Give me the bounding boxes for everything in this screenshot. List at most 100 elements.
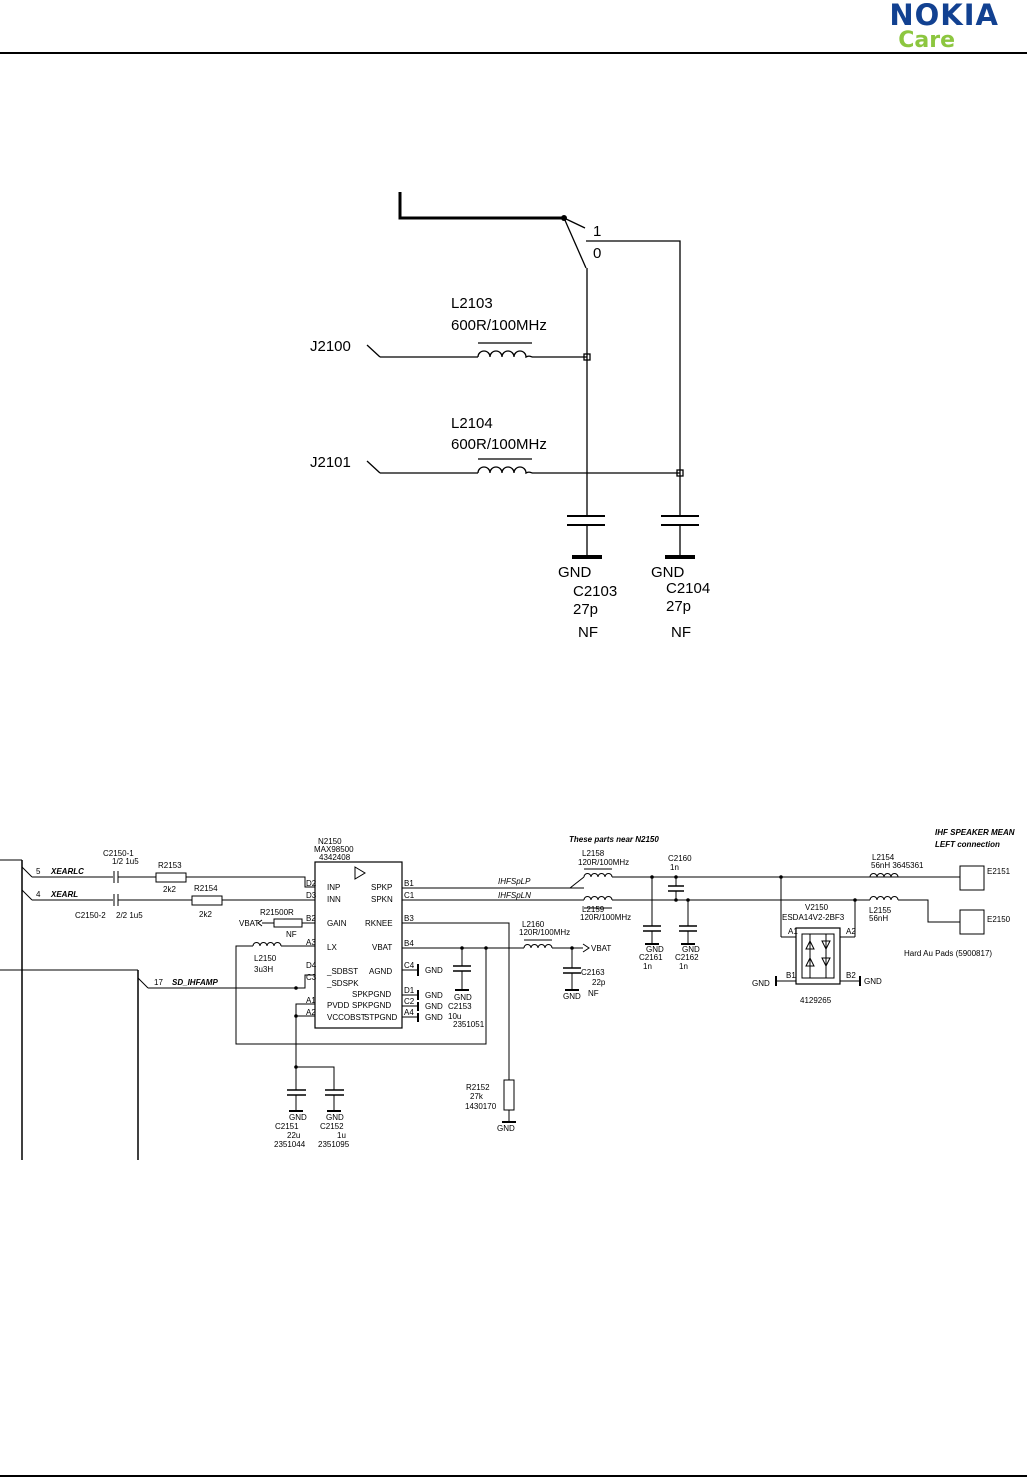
xearl-label: XEARL	[50, 890, 78, 899]
l2104-value: 600R/100MHz	[451, 436, 547, 453]
v2150-pin-b2: B2	[846, 971, 856, 980]
bottom-schematic: 5 XEARLC 4 XEARL 17 SD_IHFAMP IHFSpLP IH…	[0, 828, 1015, 1160]
l2160-vbat: VBAT	[591, 944, 611, 953]
l2103-ref: L2103	[451, 295, 493, 312]
gnd-label: GND	[425, 1013, 443, 1022]
c2163-value: 22p	[592, 978, 606, 987]
l2155-value: 56nH	[869, 914, 888, 923]
label-VBAT: VBAT	[372, 943, 392, 952]
c2153-code: 2351051	[453, 1020, 485, 1029]
logo-brand: NOKIA	[889, 0, 999, 32]
gnd-label: GND	[682, 945, 700, 954]
pin-D4: D4	[306, 961, 317, 970]
switch-contact-0	[563, 217, 587, 269]
n2150-ic-body	[314, 861, 403, 1029]
r2150-vbat: VBAT	[239, 919, 259, 928]
r2154-value: 2k2	[199, 910, 212, 919]
pin-C2: C2	[404, 997, 415, 1006]
r2152-ref: R2152	[466, 1083, 490, 1092]
v2150-ref: V2150	[805, 903, 829, 912]
xearl-pin: 4	[36, 890, 41, 899]
l2154-ref: L2154	[872, 853, 895, 862]
c2151-code: 2351044	[274, 1140, 306, 1149]
l2159-value: 120R/100MHz	[580, 913, 631, 922]
c2103-value: 27p	[573, 601, 598, 618]
gnd-label: GND	[864, 977, 882, 986]
label-INN: INN	[327, 895, 341, 904]
label-LX: LX	[327, 943, 337, 952]
switch-contact-1	[563, 217, 586, 229]
speaker-title: IHF SPEAKER MEAN	[935, 828, 1015, 837]
xearlc-pin: 5	[36, 867, 41, 876]
gnd-label: GND	[425, 966, 443, 975]
r2153-ref: R2153	[158, 861, 182, 870]
l2160-value: 120R/100MHz	[519, 928, 570, 937]
pin-A1: A1	[306, 996, 316, 1005]
l2104-ref: L2104	[451, 415, 493, 432]
gnd-label: GND	[289, 1113, 307, 1122]
c2103-nf: NF	[578, 624, 598, 641]
l2155-coil	[869, 896, 899, 901]
label-VCCOBST: VCCOBST	[327, 1013, 366, 1022]
l2150-coil	[252, 942, 282, 947]
gnd-label: GND	[425, 1002, 443, 1011]
pads-note: Hard Au Pads (5900817)	[904, 949, 992, 958]
e2151-pad	[959, 865, 985, 891]
c2163-ref: C2163	[581, 968, 605, 977]
switch-label-0: 0	[593, 245, 601, 262]
j2100-label: J2100	[310, 338, 351, 355]
r2150-body	[273, 918, 303, 928]
r2152-code: 1430170	[465, 1102, 497, 1111]
v2150-pin-b1: B1	[786, 971, 796, 980]
label-RKNEE: RKNEE	[365, 919, 393, 928]
r2153-body	[155, 872, 187, 883]
pin-A2: A2	[306, 1008, 316, 1017]
n2150-code: 4342408	[319, 853, 351, 862]
l2158-value: 120R/100MHz	[578, 858, 629, 867]
j2101-wire	[366, 460, 381, 474]
ihfsplp-label: IHFSpLP	[498, 877, 531, 886]
c2152-code: 2351095	[318, 1140, 350, 1149]
c2150-1-ref: C2150-1	[103, 849, 134, 858]
junction-dot	[676, 469, 684, 477]
top-schematic: 1 0 L2103 600R/100MHz J2100 L2104 600R/1…	[310, 192, 710, 641]
pin-A4: A4	[404, 1008, 414, 1017]
gnd-label: GND	[752, 979, 770, 988]
c2163-nf: NF	[588, 989, 599, 998]
c2150-2-value: 2/2 1u5	[116, 911, 143, 920]
v2150-pin-a2: A2	[846, 927, 856, 936]
pin-C1: C1	[404, 891, 415, 900]
label-PVDD: PVDD	[327, 1001, 349, 1010]
speaker-sub: LEFT connection	[935, 840, 1000, 849]
c2104-gnd: GND	[651, 564, 685, 581]
l2150-value: 3u3H	[254, 965, 273, 974]
l2103-value: 600R/100MHz	[451, 317, 547, 334]
j2100-wire	[366, 344, 381, 358]
r2153-value: 2k2	[163, 885, 176, 894]
c2153-value: 10u	[448, 1012, 461, 1021]
c2162-value: 1n	[679, 962, 688, 971]
pin-B3: B3	[404, 914, 414, 923]
v2150-part: ESDA14V2-2BF3	[782, 913, 845, 922]
r2154-ref: R2154	[194, 884, 218, 893]
c2161-ref: C2161	[639, 953, 663, 962]
l2150-ref: L2150	[254, 954, 277, 963]
l2104-coil	[477, 466, 533, 475]
c2103-ref: C2103	[573, 583, 617, 600]
sd-pin: 17	[154, 978, 163, 987]
c2151-value: 22u	[287, 1131, 300, 1140]
near-note: These parts near N2150	[569, 835, 659, 844]
v2150-code: 4129265	[800, 996, 832, 1005]
wire-pos1	[586, 240, 681, 516]
r2152-value: 27k	[470, 1092, 484, 1101]
n2150-ref: N2150	[318, 837, 342, 846]
label-SPKPGND-1: SPKPGND	[352, 990, 391, 999]
label-SDBST: _SDBST	[326, 967, 358, 976]
gnd-label: GND	[454, 993, 472, 1002]
r2152-body	[503, 1079, 515, 1111]
l2154-coil	[869, 873, 899, 878]
pin-B2: B2	[306, 914, 316, 923]
l2158-ref: L2158	[582, 849, 605, 858]
header-rule	[0, 52, 1027, 54]
label-SPKPGND-2: SPKPGND	[352, 1001, 391, 1010]
